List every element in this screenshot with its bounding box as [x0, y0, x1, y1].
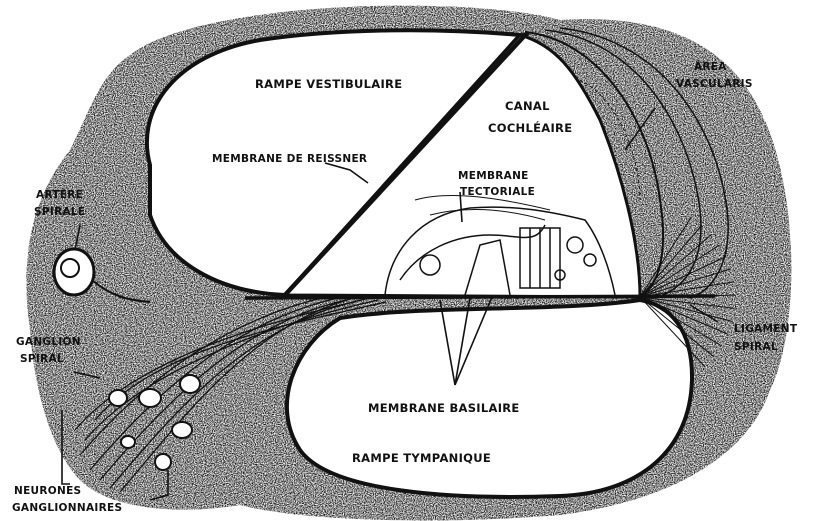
- label-rampe-vestibulaire: RAMPE VESTIBULAIRE: [255, 77, 402, 91]
- label-area-vascularis-2: VASCULARIS: [676, 78, 753, 90]
- label-ligament-2: SPIRAL: [734, 341, 778, 353]
- ganglion-cell-icon: [139, 389, 161, 407]
- label-canal-cochleaire-2: COCHLÉAIRE: [488, 120, 572, 135]
- label-neurones-1: NEURONES: [14, 485, 81, 497]
- label-neurones-2: GANGLIONNAIRES: [12, 502, 122, 514]
- ganglion-cell-icon: [180, 375, 200, 393]
- ganglion-cell-icon: [172, 422, 192, 438]
- label-canal-cochleaire-1: CANAL: [505, 99, 550, 113]
- label-membrane-basilaire: MEMBRANE BASILAIRE: [368, 401, 520, 415]
- label-membrane-reissner: MEMBRANE DE REISSNER: [212, 153, 367, 165]
- label-tectoriale-1: MEMBRANE: [458, 170, 529, 182]
- label-tectoriale-2: TECTORIALE: [460, 186, 535, 198]
- label-ligament-1: LIGAMENT: [734, 323, 798, 335]
- label-rampe-tympanique: RAMPE TYMPANIQUE: [352, 451, 491, 465]
- ganglion-cell-icon: [155, 454, 171, 470]
- label-artere-2: SPIRALE: [34, 206, 85, 218]
- label-ganglion-2: SPIRAL: [20, 353, 64, 365]
- rampe-tympanique-cavity: [287, 300, 692, 497]
- ganglion-cell-icon: [109, 390, 127, 406]
- ganglion-cell-icon: [121, 436, 135, 448]
- label-artere-1: ARTÈRE: [36, 188, 83, 201]
- label-area-vascularis-1: ÁREA: [694, 60, 727, 73]
- label-ganglion-1: GANGLION: [16, 336, 81, 348]
